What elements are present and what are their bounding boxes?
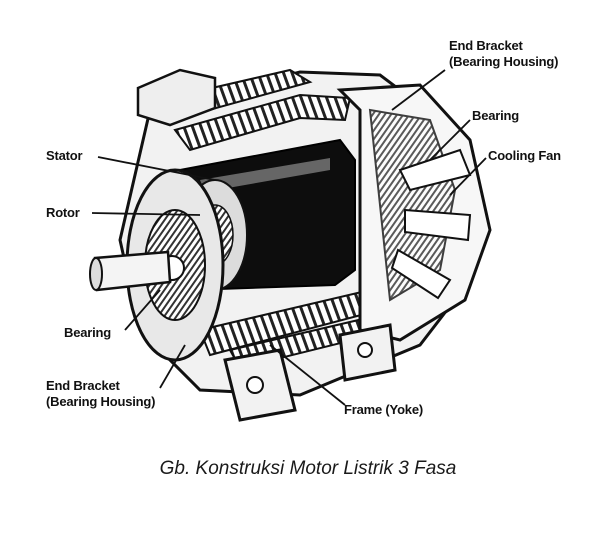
leader-stator (97, 156, 216, 181)
shaft (89, 250, 172, 292)
label-end-bracket-top-line1: End Bracket (449, 38, 523, 53)
leader-end-bracket-bottom (159, 344, 186, 389)
label-end-bracket-top: End Bracket (Bearing Housing) (449, 38, 558, 70)
front-end-bracket (125, 168, 225, 362)
terminal-box (136, 68, 217, 127)
label-end-bracket-bottom-line2: (Bearing Housing) (46, 394, 156, 409)
mounting-feet (223, 323, 397, 422)
label-bearing-bottom: Bearing (64, 325, 112, 340)
label-frame: Frame (Yoke) (344, 402, 423, 417)
leader-rotor (91, 212, 201, 216)
label-cooling-fan: Cooling Fan (488, 148, 561, 163)
leader-cooling-fan (449, 157, 487, 196)
label-end-bracket-bottom: End Bracket (Bearing Housing) (46, 378, 155, 410)
leader-end-bracket-top (391, 69, 446, 111)
figure-caption: Gb. Konstruksi Motor Listrik 3 Fasa (159, 458, 457, 479)
label-stator: Stator (46, 148, 83, 163)
leader-lines (91, 69, 487, 406)
label-end-bracket-top-line2: (Bearing Housing) (449, 54, 559, 69)
label-end-bracket-bottom-line1: End Bracket (46, 378, 120, 393)
leader-bearing-bottom (124, 289, 161, 331)
rear-end-bracket (336, 83, 492, 342)
label-bearing-top: Bearing (472, 108, 520, 123)
label-rotor: Rotor (46, 205, 80, 220)
leader-bearing-top (429, 119, 471, 161)
leader-frame (269, 344, 346, 406)
